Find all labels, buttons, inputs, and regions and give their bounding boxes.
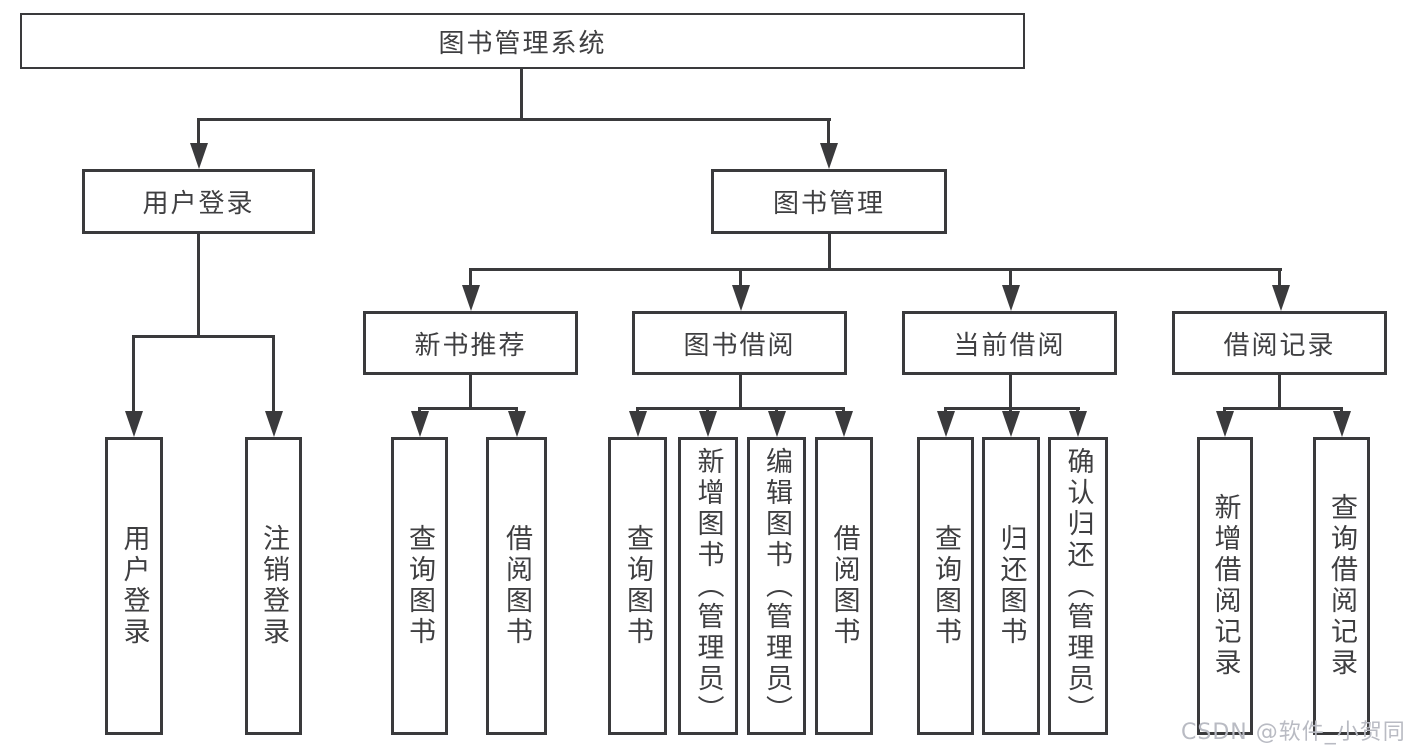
connector-line xyxy=(1278,375,1281,409)
leaf-add-book-admin: 新增图书（管理员） xyxy=(678,437,738,735)
leaf-borrow-books-2: 借阅图书 xyxy=(815,437,873,735)
arrow-down-icon xyxy=(508,411,526,437)
node-new-book-rec-label: 新书推荐 xyxy=(414,330,527,361)
leaf-edit-book-admin-label: 编辑图书（管理员） xyxy=(761,446,792,726)
node-book-borrow: 图书借阅 xyxy=(632,311,847,375)
connector-line xyxy=(197,234,200,338)
leaf-logout: 注销登录 xyxy=(245,437,302,735)
node-book-mgmt-label: 图书管理 xyxy=(772,189,885,219)
arrow-down-icon xyxy=(820,143,838,169)
connector-line xyxy=(418,407,518,410)
connector-line xyxy=(739,375,742,409)
arrow-down-icon xyxy=(732,285,750,311)
leaf-add-borrow-record-label: 新增借阅记录 xyxy=(1209,493,1241,679)
leaf-user-login: 用户登录 xyxy=(105,437,163,735)
leaf-add-book-admin-label: 新增图书（管理员） xyxy=(692,446,724,726)
connector-line xyxy=(132,335,135,415)
leaf-logout-label: 注销登录 xyxy=(258,524,289,648)
connector-line xyxy=(132,335,275,338)
node-current-borrow: 当前借阅 xyxy=(902,311,1117,375)
node-borrow-records-label: 借阅记录 xyxy=(1223,330,1336,361)
arrow-down-icon xyxy=(462,285,480,311)
leaf-query-books-1-label: 查询图书 xyxy=(404,524,435,648)
connector-line xyxy=(1009,268,1012,288)
connector-line xyxy=(469,268,1282,271)
connector-line xyxy=(520,69,523,120)
connector-line xyxy=(1223,407,1343,410)
leaf-query-books-2-label: 查询图书 xyxy=(622,524,653,648)
leaf-borrow-books-2-label: 借阅图书 xyxy=(828,524,860,648)
leaf-query-books-1: 查询图书 xyxy=(391,437,448,735)
arrow-down-icon xyxy=(190,143,208,169)
csdn-watermark: CSDN @软件_小贺同学 xyxy=(1181,720,1405,745)
leaf-borrow-books-1: 借阅图书 xyxy=(486,437,547,735)
leaf-add-borrow-record: 新增借阅记录 xyxy=(1197,437,1253,735)
leaf-return-book-label: 归还图书 xyxy=(995,524,1027,648)
leaf-return-book: 归还图书 xyxy=(982,437,1040,735)
arrow-down-icon xyxy=(125,411,143,437)
arrow-down-icon xyxy=(1002,411,1020,437)
connector-line xyxy=(469,375,472,409)
arrow-down-icon xyxy=(265,411,283,437)
node-root-label: 图书管理系统 xyxy=(438,28,607,59)
node-user-login: 用户登录 xyxy=(82,169,315,234)
connector-line xyxy=(1278,268,1281,288)
connector-line xyxy=(636,407,845,410)
leaf-edit-book-admin: 编辑图书（管理员） xyxy=(747,437,806,735)
connector-line xyxy=(197,118,831,121)
arrow-down-icon xyxy=(1333,411,1351,437)
node-book-borrow-label: 图书借阅 xyxy=(683,330,796,361)
arrow-down-icon xyxy=(411,411,429,437)
connector-line xyxy=(944,407,1080,410)
connector-line xyxy=(828,234,831,270)
connector-line xyxy=(469,268,472,288)
node-current-borrow-label: 当前借阅 xyxy=(953,330,1066,361)
arrow-down-icon xyxy=(699,411,717,437)
connector-line xyxy=(827,118,830,148)
leaf-user-login-label: 用户登录 xyxy=(118,524,150,648)
connector-line xyxy=(197,118,200,148)
arrow-down-icon xyxy=(937,411,955,437)
node-borrow-records: 借阅记录 xyxy=(1172,311,1387,375)
node-root: 图书管理系统 xyxy=(20,13,1025,69)
node-book-mgmt: 图书管理 xyxy=(711,169,947,234)
arrow-down-icon xyxy=(768,411,786,437)
arrow-down-icon xyxy=(1002,285,1020,311)
leaf-query-books-2: 查询图书 xyxy=(608,437,667,735)
leaf-query-books-3-label: 查询图书 xyxy=(930,524,961,648)
connector-line xyxy=(739,268,742,288)
arrow-down-icon xyxy=(1069,411,1087,437)
node-new-book-rec: 新书推荐 xyxy=(363,311,578,375)
connector-line xyxy=(1009,375,1012,409)
connector-line xyxy=(272,335,275,415)
leaf-confirm-return-admin-label: 确认归还（管理员） xyxy=(1062,446,1094,726)
arrow-down-icon xyxy=(629,411,647,437)
leaf-borrow-books-1-label: 借阅图书 xyxy=(501,524,532,648)
leaf-query-books-3: 查询图书 xyxy=(917,437,974,735)
arrow-down-icon xyxy=(1272,285,1290,311)
node-user-login-label: 用户登录 xyxy=(142,189,255,219)
arrow-down-icon xyxy=(835,411,853,437)
leaf-query-borrow-record-label: 查询借阅记录 xyxy=(1326,493,1357,679)
leaf-confirm-return-admin: 确认归还（管理员） xyxy=(1048,437,1108,735)
leaf-query-borrow-record: 查询借阅记录 xyxy=(1313,437,1370,735)
arrow-down-icon xyxy=(1216,411,1234,437)
